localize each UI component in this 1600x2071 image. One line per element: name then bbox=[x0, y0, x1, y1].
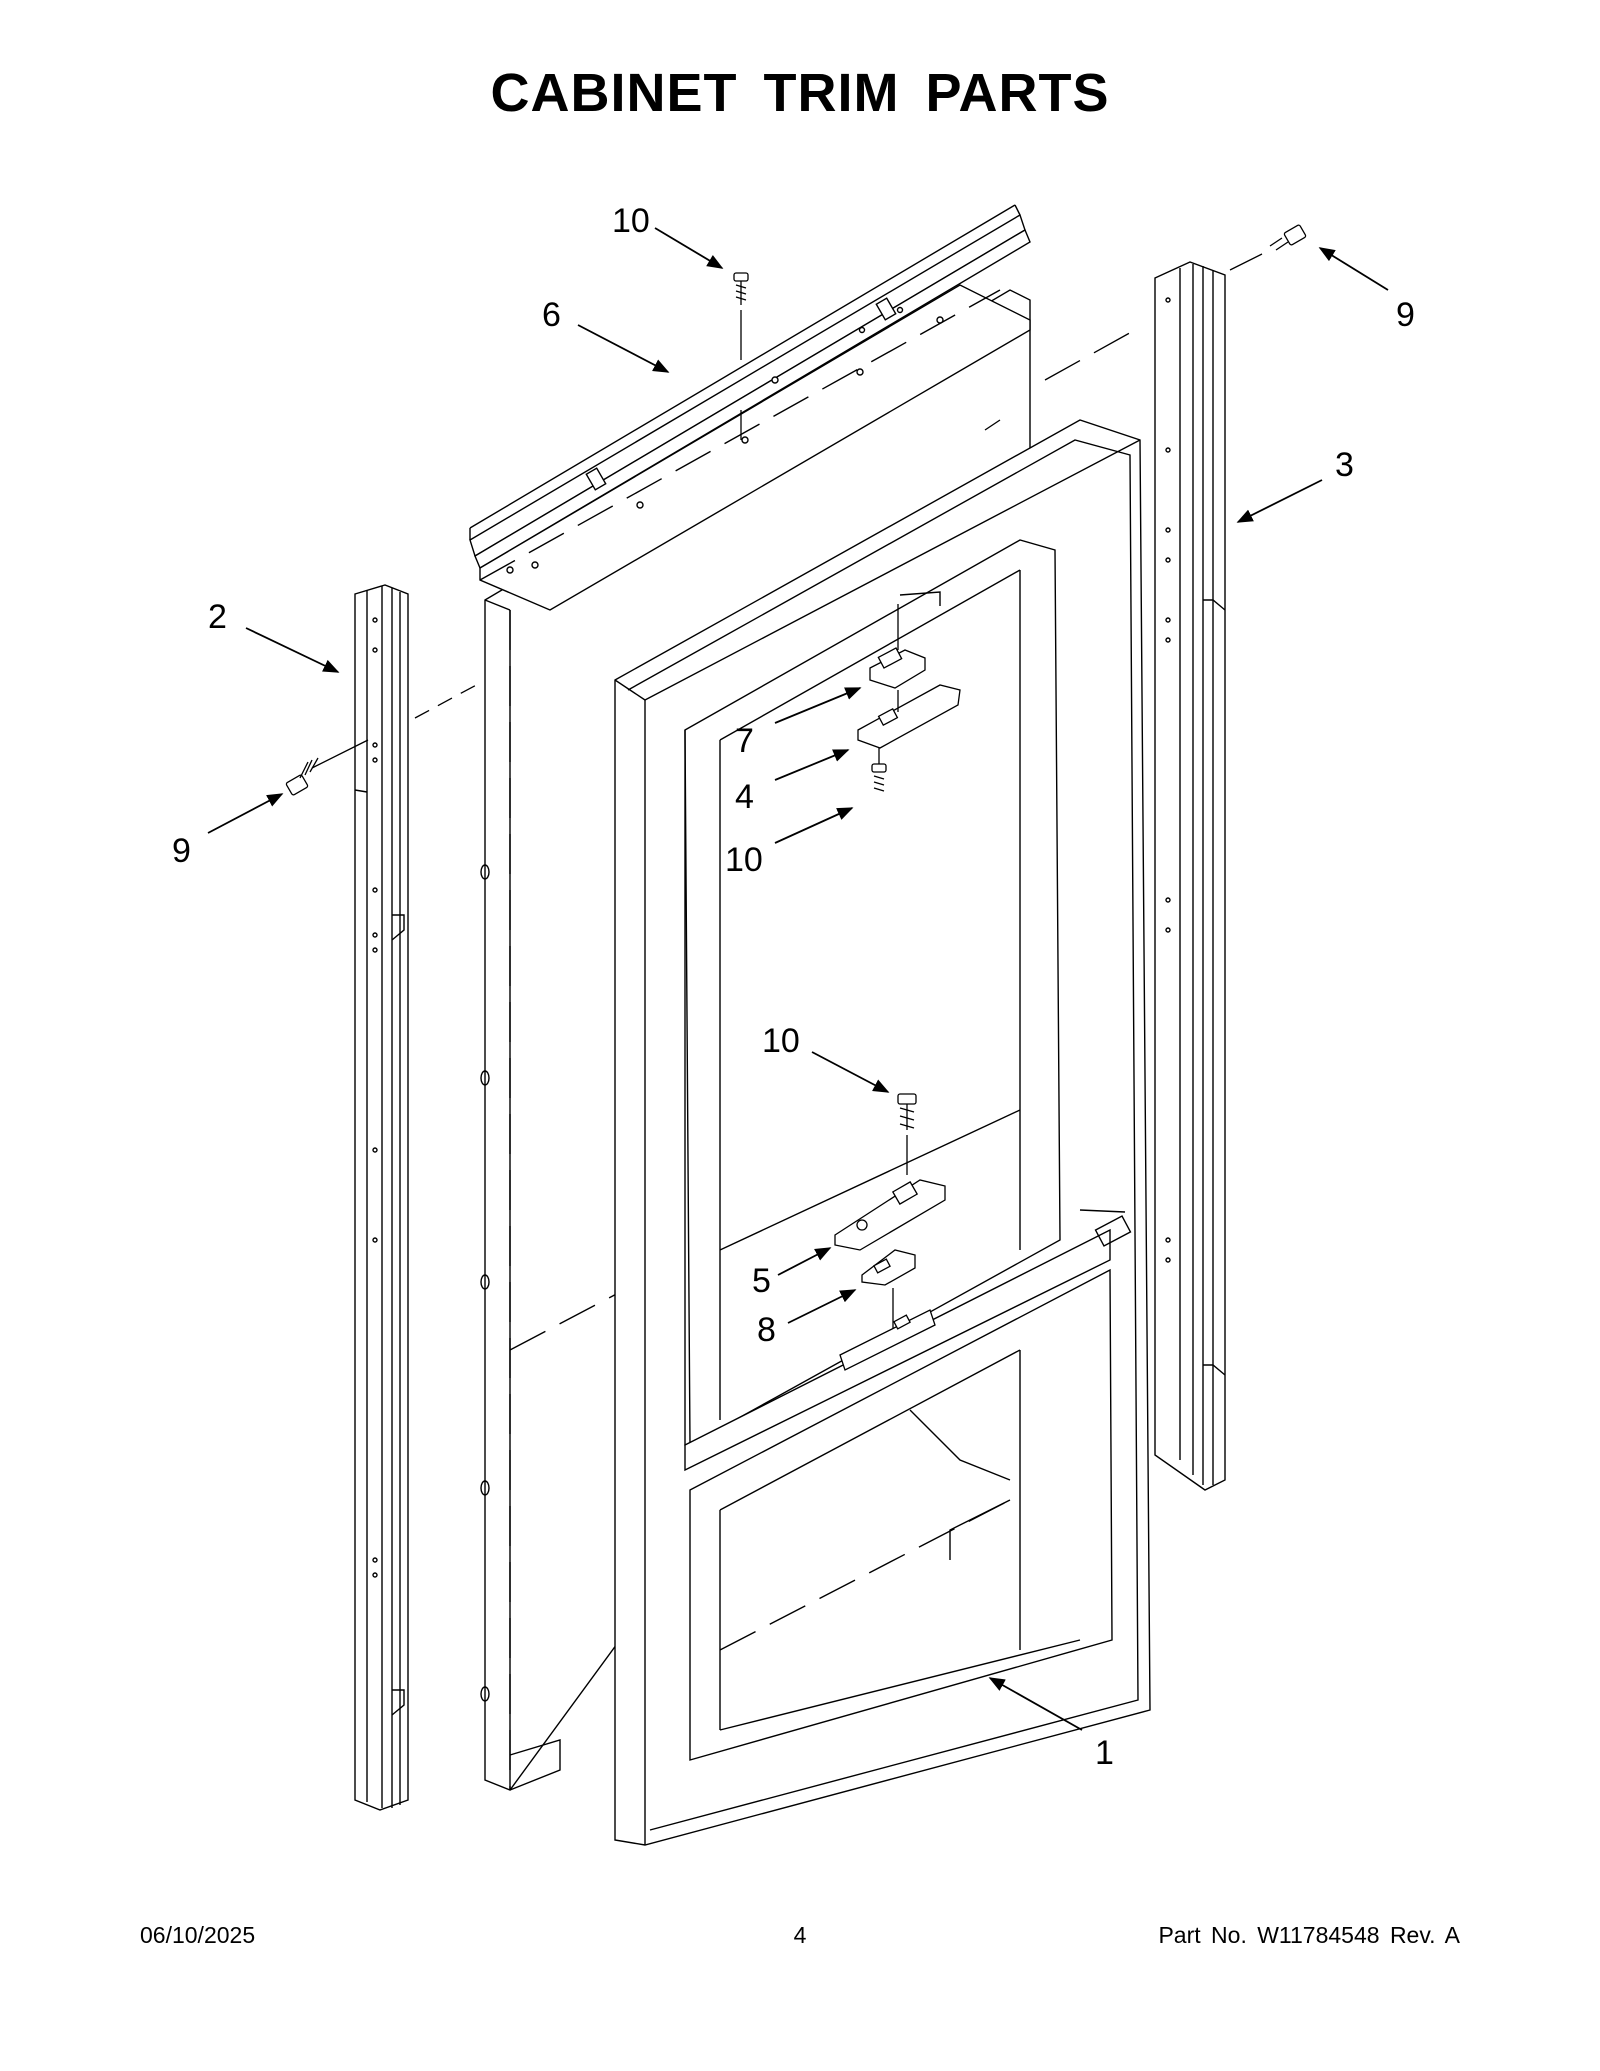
door-frame-part-1 bbox=[614, 419, 1151, 1846]
callout-2: 2 bbox=[208, 598, 227, 636]
bracket-part-5 bbox=[834, 1179, 946, 1251]
callout-5: 5 bbox=[752, 1262, 771, 1300]
callout-7: 7 bbox=[735, 722, 754, 760]
screw-10-top bbox=[733, 272, 749, 440]
callout-10-upper: 10 bbox=[725, 841, 763, 879]
callout-9-left: 9 bbox=[172, 832, 191, 870]
callout-8: 8 bbox=[757, 1311, 776, 1349]
footer-date: 06/10/2025 bbox=[140, 1922, 256, 1948]
screw-10-upper bbox=[871, 748, 887, 792]
callout-3: 3 bbox=[1335, 446, 1354, 484]
callout-6: 6 bbox=[542, 296, 561, 334]
callout-10-top: 10 bbox=[612, 202, 650, 240]
bracket-part-7 bbox=[869, 604, 926, 689]
bracket-part-4 bbox=[857, 684, 961, 749]
bracket-part-8 bbox=[861, 1249, 916, 1330]
callout-4: 4 bbox=[735, 778, 754, 816]
callout-9-right: 9 bbox=[1396, 296, 1415, 334]
callout-10-middle: 10 bbox=[762, 1022, 800, 1060]
top-trim-part-6 bbox=[469, 204, 1031, 611]
footer-page-number: 4 bbox=[793, 1922, 807, 1948]
left-trim-part-2 bbox=[354, 584, 409, 1811]
screw-9-left bbox=[285, 682, 481, 796]
callout-leaders bbox=[207, 227, 1389, 1731]
page-title: CABINET TRIM PARTS bbox=[490, 63, 1110, 123]
screw-10-middle bbox=[897, 1093, 917, 1175]
screw-9-right bbox=[984, 224, 1307, 431]
footer-part-number: Part No. W11784548 Rev. A bbox=[1158, 1922, 1460, 1948]
bracket-plate bbox=[839, 1309, 936, 1371]
right-trim-part-3 bbox=[1154, 261, 1226, 1491]
callout-1: 1 bbox=[1095, 1734, 1114, 1772]
